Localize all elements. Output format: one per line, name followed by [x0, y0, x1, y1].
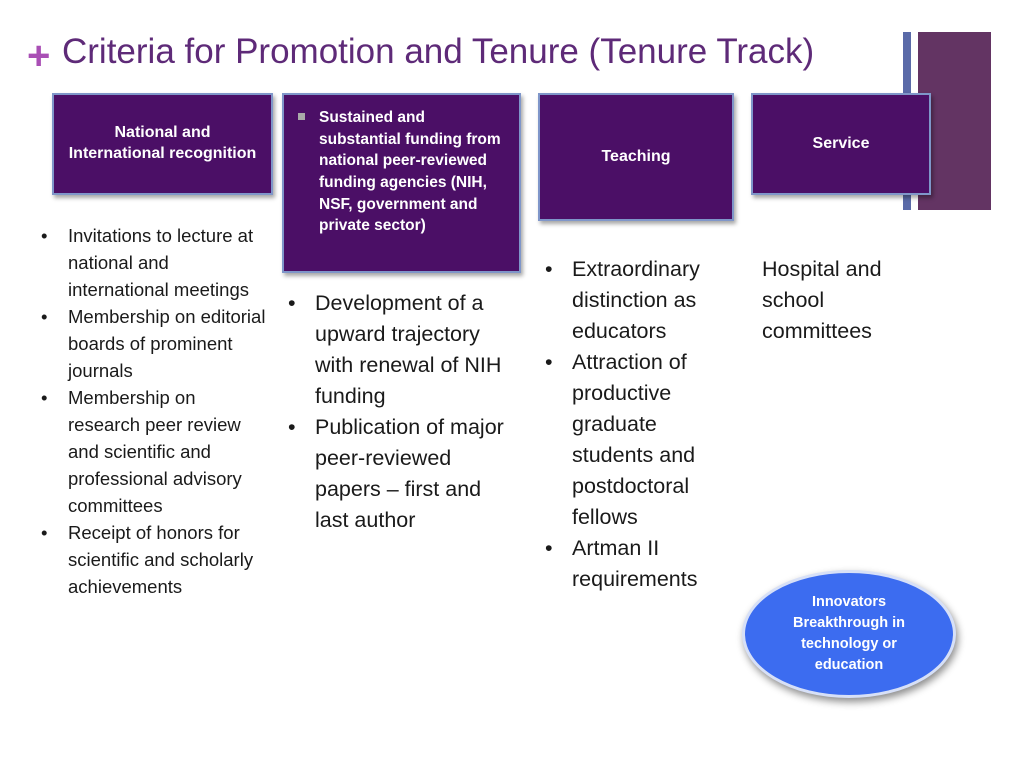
teaching-bullet-list: Extraordinary distinction as educators A… [540, 254, 740, 595]
list-item: Artman II requirements [540, 533, 740, 595]
list-item: Invitations to lecture at national and i… [36, 222, 266, 303]
funding-bullet-list: Development of a upward trajectory with … [283, 288, 515, 536]
list-item: Extraordinary distinction as educators [540, 254, 740, 347]
innovators-callout-oval: Innovators Breakthrough in technology or… [742, 570, 956, 698]
plus-icon: + [27, 34, 51, 78]
header-box-funding: Sustained and substantial funding from n… [282, 93, 521, 273]
slide-title: Criteria for Promotion and Tenure (Tenur… [62, 32, 815, 71]
header-label-service: Service [812, 134, 870, 152]
header-label-recognition: National and International recognition [68, 124, 257, 162]
square-bullet-icon [298, 113, 305, 120]
header-box-service: Service [751, 93, 931, 195]
recognition-bullet-list: Invitations to lecture at national and i… [36, 222, 266, 600]
header-box-recognition: National and International recognition [52, 93, 273, 195]
header-bullet-row-funding: Sustained and substantial funding from n… [298, 107, 507, 237]
list-item: Development of a upward trajectory with … [283, 288, 515, 412]
list-item: Attraction of productive graduate studen… [540, 347, 740, 533]
list-item: Publication of major peer-reviewed paper… [283, 412, 515, 536]
header-label-teaching: Teaching [601, 147, 671, 165]
header-label-funding: Sustained and substantial funding from n… [319, 109, 501, 235]
list-item: Membership on editorial boards of promin… [36, 303, 266, 384]
service-description: Hospital and school committees [762, 257, 882, 343]
callout-text: Innovators Breakthrough in technology or… [793, 593, 905, 674]
header-box-teaching: Teaching [538, 93, 734, 221]
list-item: Membership on research peer review and s… [36, 384, 266, 519]
list-item: Receipt of honors for scientific and sch… [36, 519, 266, 600]
